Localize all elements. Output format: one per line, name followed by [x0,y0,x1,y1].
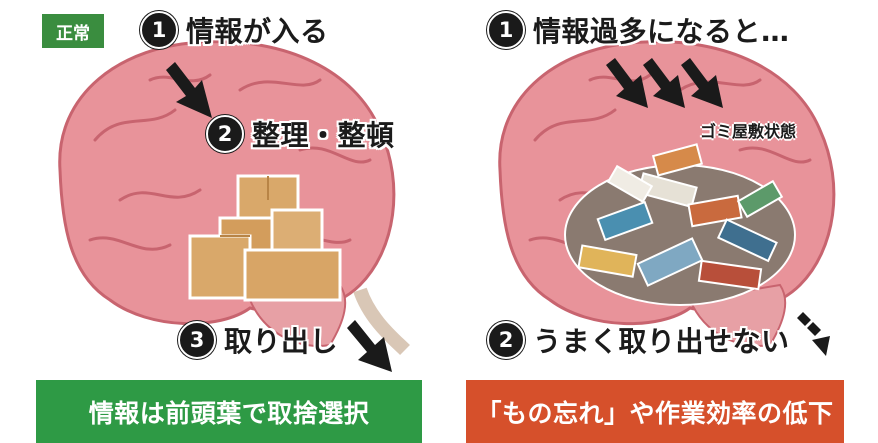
step-number-2: 2 [206,115,244,153]
arrow-down-right-icon [166,62,212,118]
panel-normal: 正常 1 情報が入る 2 整理・整頓 3 取り出し [42,10,395,360]
step-organize: 2 整理・整頓 [206,114,395,154]
normal-badge: 正常 [42,14,104,48]
step-label: 情報が入る [186,15,329,48]
junk-pile-icon [564,143,796,306]
step-label: うまく取り出せない [533,325,790,358]
step-number-1: 1 [487,11,525,49]
step-label: 取り出し [224,325,339,358]
cardboard-boxes-icon [188,174,342,302]
step-overload: 1 情報過多になると… [487,10,790,50]
step-number-2: 2 [487,321,525,359]
step-label: 情報過多になると… [533,15,790,48]
step-retrieve: 3 取り出し [178,320,338,360]
banner-forgetfulness: 「もの忘れ」や作業効率の低下 [466,380,844,443]
step-label: 整理・整頓 [252,119,395,152]
dashed-arrow-icon [797,312,830,356]
panel-overload: 1 情報過多になると… 2 うまく取り出せない [439,0,878,443]
banner-frontal-lobe: 情報は前頭葉で取捨選択 [36,380,422,443]
step-cannot-retrieve: 2 うまく取り出せない [487,320,790,360]
arrow-down-right-icon [347,320,392,372]
step-number-1: 1 [140,11,178,49]
step-number-3: 3 [178,321,216,359]
junk-house-label: ゴミ屋敷状態 [700,122,797,141]
step-info-in: 1 情報が入る [140,10,329,50]
arrows-overload-icon [606,58,723,108]
